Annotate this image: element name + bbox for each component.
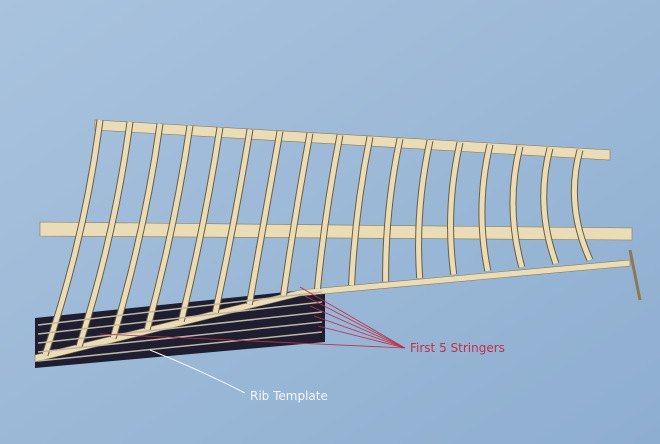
- template-pointer-line: [149, 349, 246, 394]
- wing-rib: [178, 127, 223, 322]
- stringer-pointer-line: [304, 295, 406, 349]
- stringer-pointer-line: [299, 286, 406, 349]
- wing-tip-post: [628, 249, 642, 301]
- trailing-edge: [34, 259, 631, 363]
- wing-rib: [571, 149, 593, 262]
- stringer: [37, 321, 323, 353]
- wing-rib: [76, 121, 133, 348]
- rib-template-label: Rib Template: [250, 389, 328, 403]
- stringer: [37, 331, 323, 362]
- wing-rib: [448, 141, 463, 275]
- stringer-pointer-line: [313, 315, 406, 349]
- annotation-lines: [99, 286, 406, 394]
- wing-rib: [416, 140, 433, 279]
- stringer-pointer-line: [99, 333, 406, 349]
- wing-rib: [315, 134, 343, 290]
- wing-rib: [110, 123, 163, 339]
- wing-rib: [144, 125, 193, 331]
- stringer: [37, 291, 323, 326]
- wing-rib: [212, 128, 253, 314]
- wing-rib: [280, 132, 313, 297]
- wing-rib: [42, 119, 103, 356]
- wing-frame: [34, 119, 642, 363]
- stringer-pointer-line: [309, 305, 406, 349]
- wing-rib: [479, 143, 493, 272]
- wing-rib: [541, 147, 559, 265]
- wing-rib: [349, 136, 373, 286]
- wing-rib: [383, 138, 403, 282]
- stringer-pointer-line: [317, 325, 406, 349]
- wing-rib: [246, 130, 283, 305]
- stringer: [37, 301, 323, 335]
- stringer: [37, 311, 323, 344]
- stringers-label: First 5 Stringers: [410, 341, 505, 355]
- wing-rib: [510, 145, 525, 268]
- leading-edge-spar: [94, 119, 611, 161]
